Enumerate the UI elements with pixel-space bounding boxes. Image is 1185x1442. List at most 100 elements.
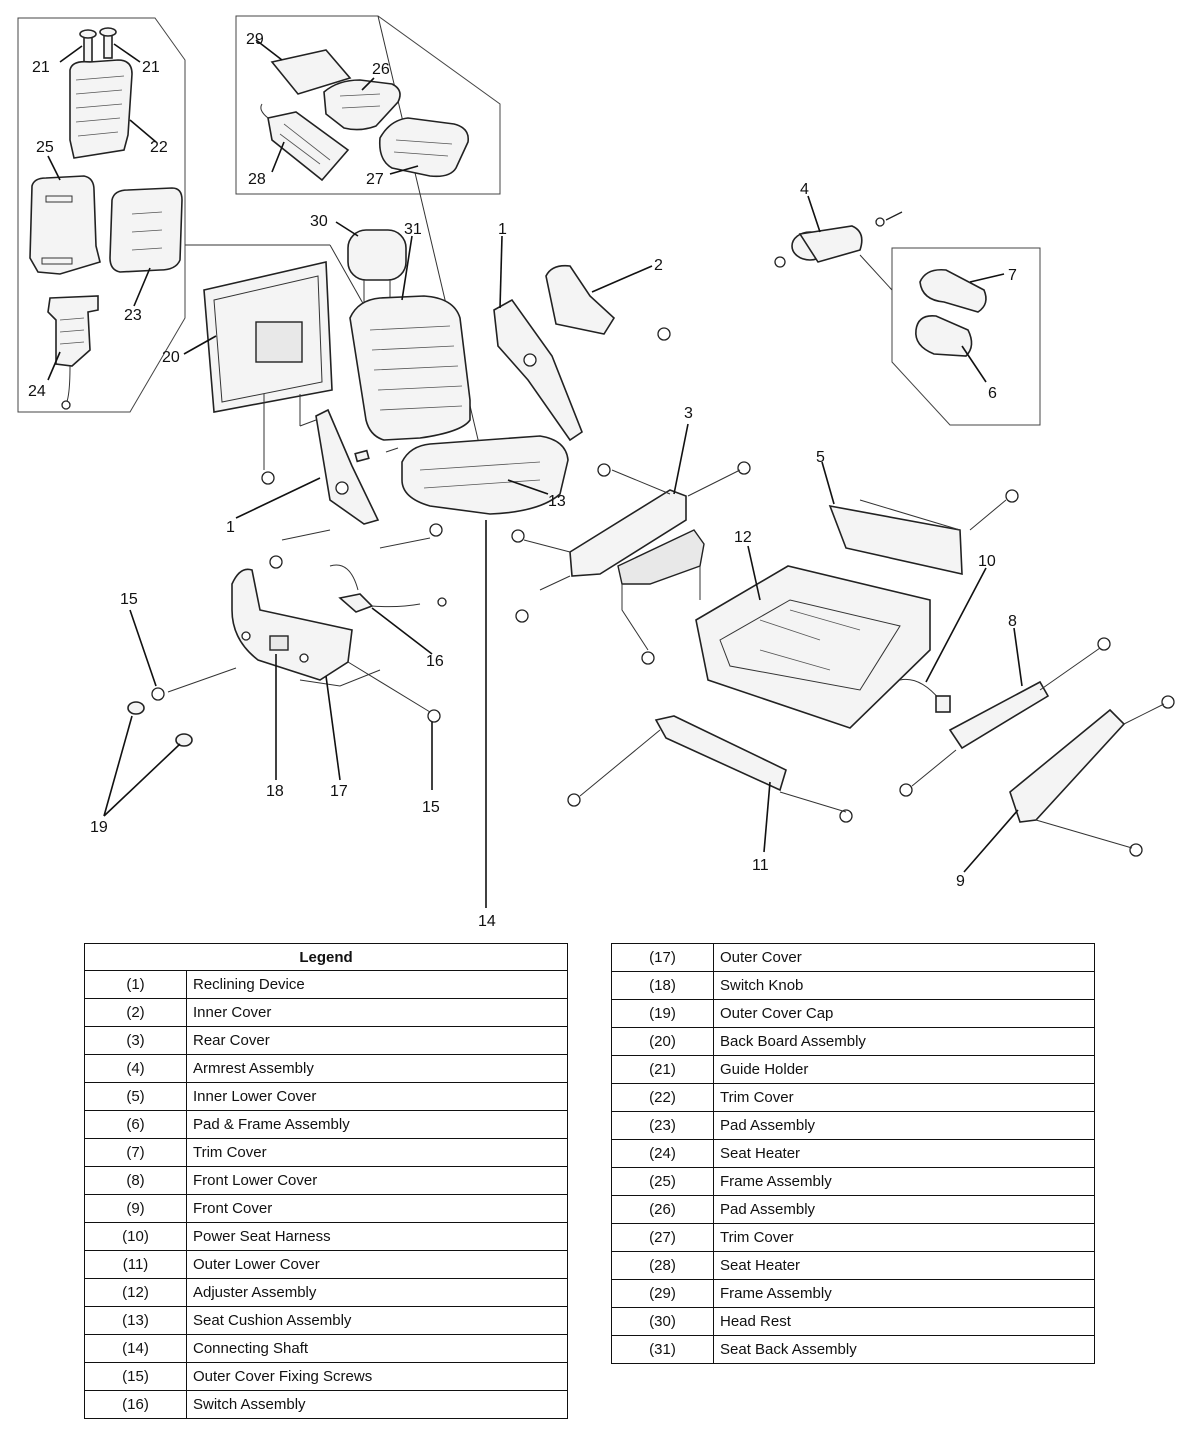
- inner-cover-part: [545, 264, 616, 335]
- legend-row: (15)Outer Cover Fixing Screws: [84, 1362, 568, 1391]
- frame-assembly-part-29: [270, 49, 352, 95]
- legend-item-name: Seat Heater: [713, 1139, 1095, 1168]
- head-rest-part: [347, 229, 407, 302]
- armrest-pad-frame-part: [915, 314, 973, 357]
- switch-assembly-part: [329, 564, 447, 613]
- legend-item-number: (21): [611, 1055, 714, 1084]
- callout-15-left: 15: [120, 591, 138, 608]
- seat-cushion-part: [401, 435, 569, 515]
- legend-row: (29)Frame Assembly: [611, 1279, 1095, 1308]
- legend-row: (3)Rear Cover: [84, 1026, 568, 1055]
- legend-row: (14)Connecting Shaft: [84, 1334, 568, 1363]
- legend-row: (31)Seat Back Assembly: [611, 1335, 1095, 1364]
- legend-item-name: Outer Cover: [713, 943, 1095, 972]
- callout-31: 31: [404, 221, 422, 238]
- legend-item-name: Seat Heater: [713, 1251, 1095, 1280]
- legend-item-name: Seat Back Assembly: [713, 1335, 1095, 1364]
- callout-29: 29: [246, 31, 264, 48]
- legend-row: (7)Trim Cover: [84, 1138, 568, 1167]
- pad-assembly-part-26: [323, 79, 401, 131]
- callout-labels: 21 21 22 25 23 24 20 29 26 28 27 30 31 1…: [28, 31, 1017, 930]
- legend-item-number: (28): [611, 1251, 714, 1280]
- legend-item-number: (30): [611, 1307, 714, 1336]
- legend-row: (28)Seat Heater: [611, 1251, 1095, 1280]
- legend-item-number: (20): [611, 1027, 714, 1056]
- legend-item-number: (13): [84, 1306, 187, 1335]
- legend-item-number: (9): [84, 1194, 187, 1223]
- reclining-device-right-part: [493, 298, 583, 442]
- legend-item-number: (7): [84, 1138, 187, 1167]
- callout-16: 16: [426, 653, 444, 670]
- legend-item-number: (29): [611, 1279, 714, 1308]
- legend-row: (22)Trim Cover: [611, 1083, 1095, 1112]
- connecting-shaft-part: [354, 447, 399, 463]
- legend-item-number: (12): [84, 1278, 187, 1307]
- frame-assembly-part-25: [29, 175, 101, 275]
- trim-cover-part-27: [378, 117, 470, 178]
- trim-cover-part-22: [69, 59, 133, 159]
- legend-title: Legend: [84, 943, 568, 971]
- assembly-lines: [167, 394, 1165, 849]
- callout-17: 17: [330, 783, 348, 800]
- legend-item-number: (3): [84, 1026, 187, 1055]
- armrest-part: [774, 211, 903, 268]
- legend-item-name: Connecting Shaft: [186, 1334, 568, 1363]
- reclining-device-left-part: [315, 408, 380, 525]
- legend-item-number: (19): [611, 999, 714, 1028]
- legend-item-number: (22): [611, 1083, 714, 1112]
- legend-item-number: (11): [84, 1250, 187, 1279]
- legend-item-name: Armrest Assembly: [186, 1054, 568, 1083]
- callout-5: 5: [816, 449, 825, 466]
- callout-11: 11: [752, 857, 769, 874]
- legend-item-number: (15): [84, 1362, 187, 1391]
- legend-item-number: (17): [611, 943, 714, 972]
- legend-item-name: Pad & Frame Assembly: [186, 1110, 568, 1139]
- front-lower-cover-part: [948, 680, 1050, 750]
- legend-item-name: Head Rest: [713, 1307, 1095, 1336]
- legend-row: (24)Seat Heater: [611, 1139, 1095, 1168]
- legend-item-name: Trim Cover: [713, 1083, 1095, 1112]
- legend-row: (25)Frame Assembly: [611, 1167, 1095, 1196]
- callout-1-lower: 1: [226, 519, 235, 536]
- legend-header-row: Legend: [84, 943, 568, 971]
- legend-item-name: Pad Assembly: [713, 1195, 1095, 1224]
- seat-heater-part-28: [260, 103, 350, 182]
- callout-18: 18: [266, 783, 284, 800]
- inner-lower-cover-part: [828, 504, 963, 576]
- callout-3: 3: [684, 405, 693, 422]
- legend-row: (16)Switch Assembly: [84, 1390, 568, 1419]
- legend-row: (23)Pad Assembly: [611, 1111, 1095, 1140]
- callout-26: 26: [372, 61, 390, 78]
- legend-item-name: Front Lower Cover: [186, 1166, 568, 1195]
- callout-20: 20: [162, 349, 180, 366]
- guide-holder-part: [79, 27, 117, 63]
- legend-row: (18)Switch Knob: [611, 971, 1095, 1000]
- legend-item-number: (4): [84, 1054, 187, 1083]
- callout-8: 8: [1008, 613, 1017, 630]
- legend-item-name: Inner Lower Cover: [186, 1082, 568, 1111]
- callout-12: 12: [734, 529, 752, 546]
- callout-23: 23: [124, 307, 142, 324]
- legend-row: (1)Reclining Device: [84, 970, 568, 999]
- callout-21-right: 21: [142, 59, 160, 76]
- outer-cover-part: [231, 568, 353, 681]
- callout-1-upper: 1: [498, 221, 507, 238]
- legend-item-number: (6): [84, 1110, 187, 1139]
- callout-9: 9: [956, 873, 965, 890]
- callout-19: 19: [90, 819, 108, 836]
- legend-item-name: Outer Cover Cap: [713, 999, 1095, 1028]
- legend-row: (12)Adjuster Assembly: [84, 1278, 568, 1307]
- legend-item-name: Power Seat Harness: [186, 1222, 568, 1251]
- legend-row: (13)Seat Cushion Assembly: [84, 1306, 568, 1335]
- legend-item-name: Seat Cushion Assembly: [186, 1306, 568, 1335]
- legend-row: (10)Power Seat Harness: [84, 1222, 568, 1251]
- legend-item-number: (26): [611, 1195, 714, 1224]
- legend-row: (27)Trim Cover: [611, 1223, 1095, 1252]
- legend-row: (17)Outer Cover: [611, 943, 1095, 972]
- seat-heater-part-24: [47, 295, 99, 410]
- legend-item-name: Trim Cover: [186, 1138, 568, 1167]
- inset-frame-cushion-detail: [235, 15, 501, 195]
- legend-item-name: Frame Assembly: [713, 1167, 1095, 1196]
- legend-item-number: (27): [611, 1223, 714, 1252]
- outer-cover-cap-part: [127, 701, 193, 747]
